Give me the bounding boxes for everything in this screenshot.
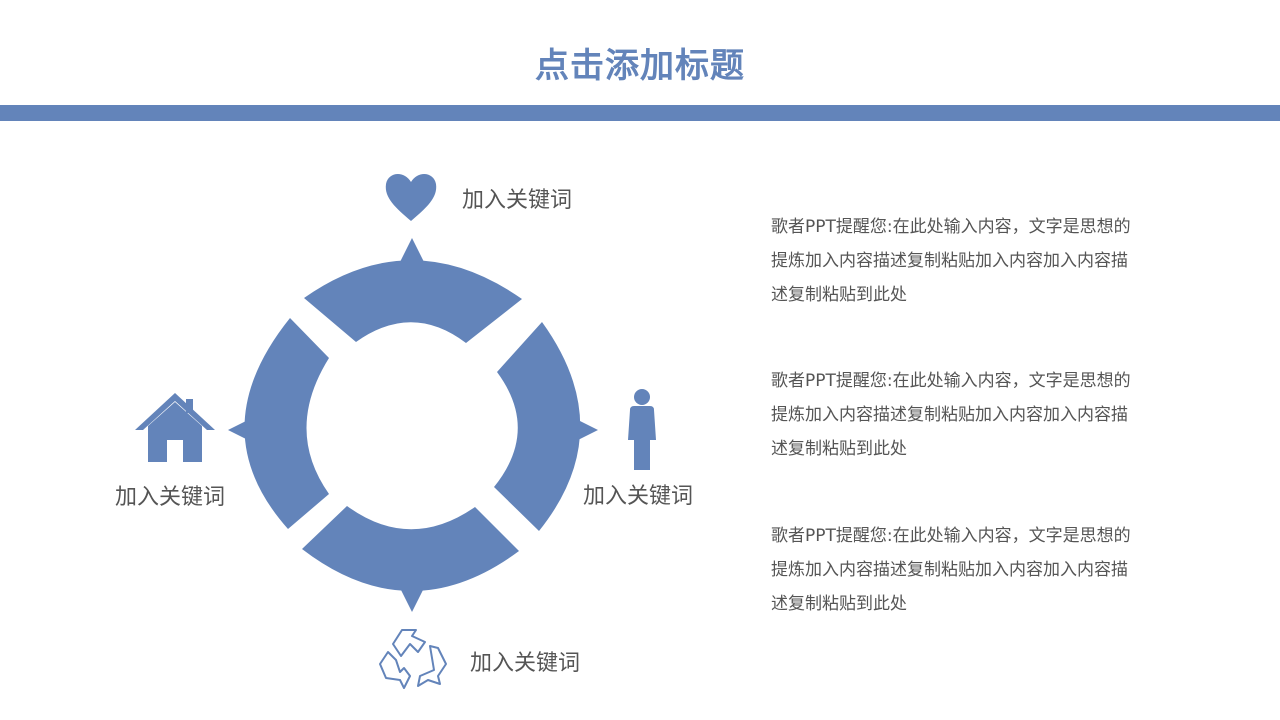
description-text-3: 歌者PPT提醒您:在此处输入内容，文字是思想的提炼加入内容描述复制粘贴加入内容加… — [771, 526, 1131, 614]
page-title: 点击添加标题 — [535, 46, 745, 86]
recycle-icon — [379, 629, 447, 689]
ring-arrow-bottom — [400, 588, 424, 612]
description-text-2: 歌者PPT提醒您:在此处输入内容，文字是思想的提炼加入内容描述复制粘贴加入内容加… — [771, 371, 1131, 459]
ring-arrow-top — [400, 238, 424, 262]
heart-icon — [385, 173, 437, 221]
house-icon — [135, 393, 215, 462]
ring-arrow-left — [228, 418, 252, 442]
person-icon — [628, 389, 656, 470]
keyword-left: 加入关键词 — [115, 485, 226, 510]
keyword-right: 加入关键词 — [583, 484, 694, 509]
ring-segment-top — [304, 260, 522, 343]
ring-segment-bottom — [302, 506, 519, 592]
title-underline-bar — [0, 105, 1280, 121]
ring-arrow-right — [574, 418, 598, 442]
keyword-top: 加入关键词 — [462, 188, 573, 213]
keyword-bottom: 加入关键词 — [470, 651, 581, 676]
description-text-1: 歌者PPT提醒您:在此处输入内容，文字是思想的提炼加入内容描述复制粘贴加入内容加… — [771, 217, 1131, 305]
ring-segment-left — [244, 318, 329, 529]
ring-segment-right — [494, 322, 581, 531]
